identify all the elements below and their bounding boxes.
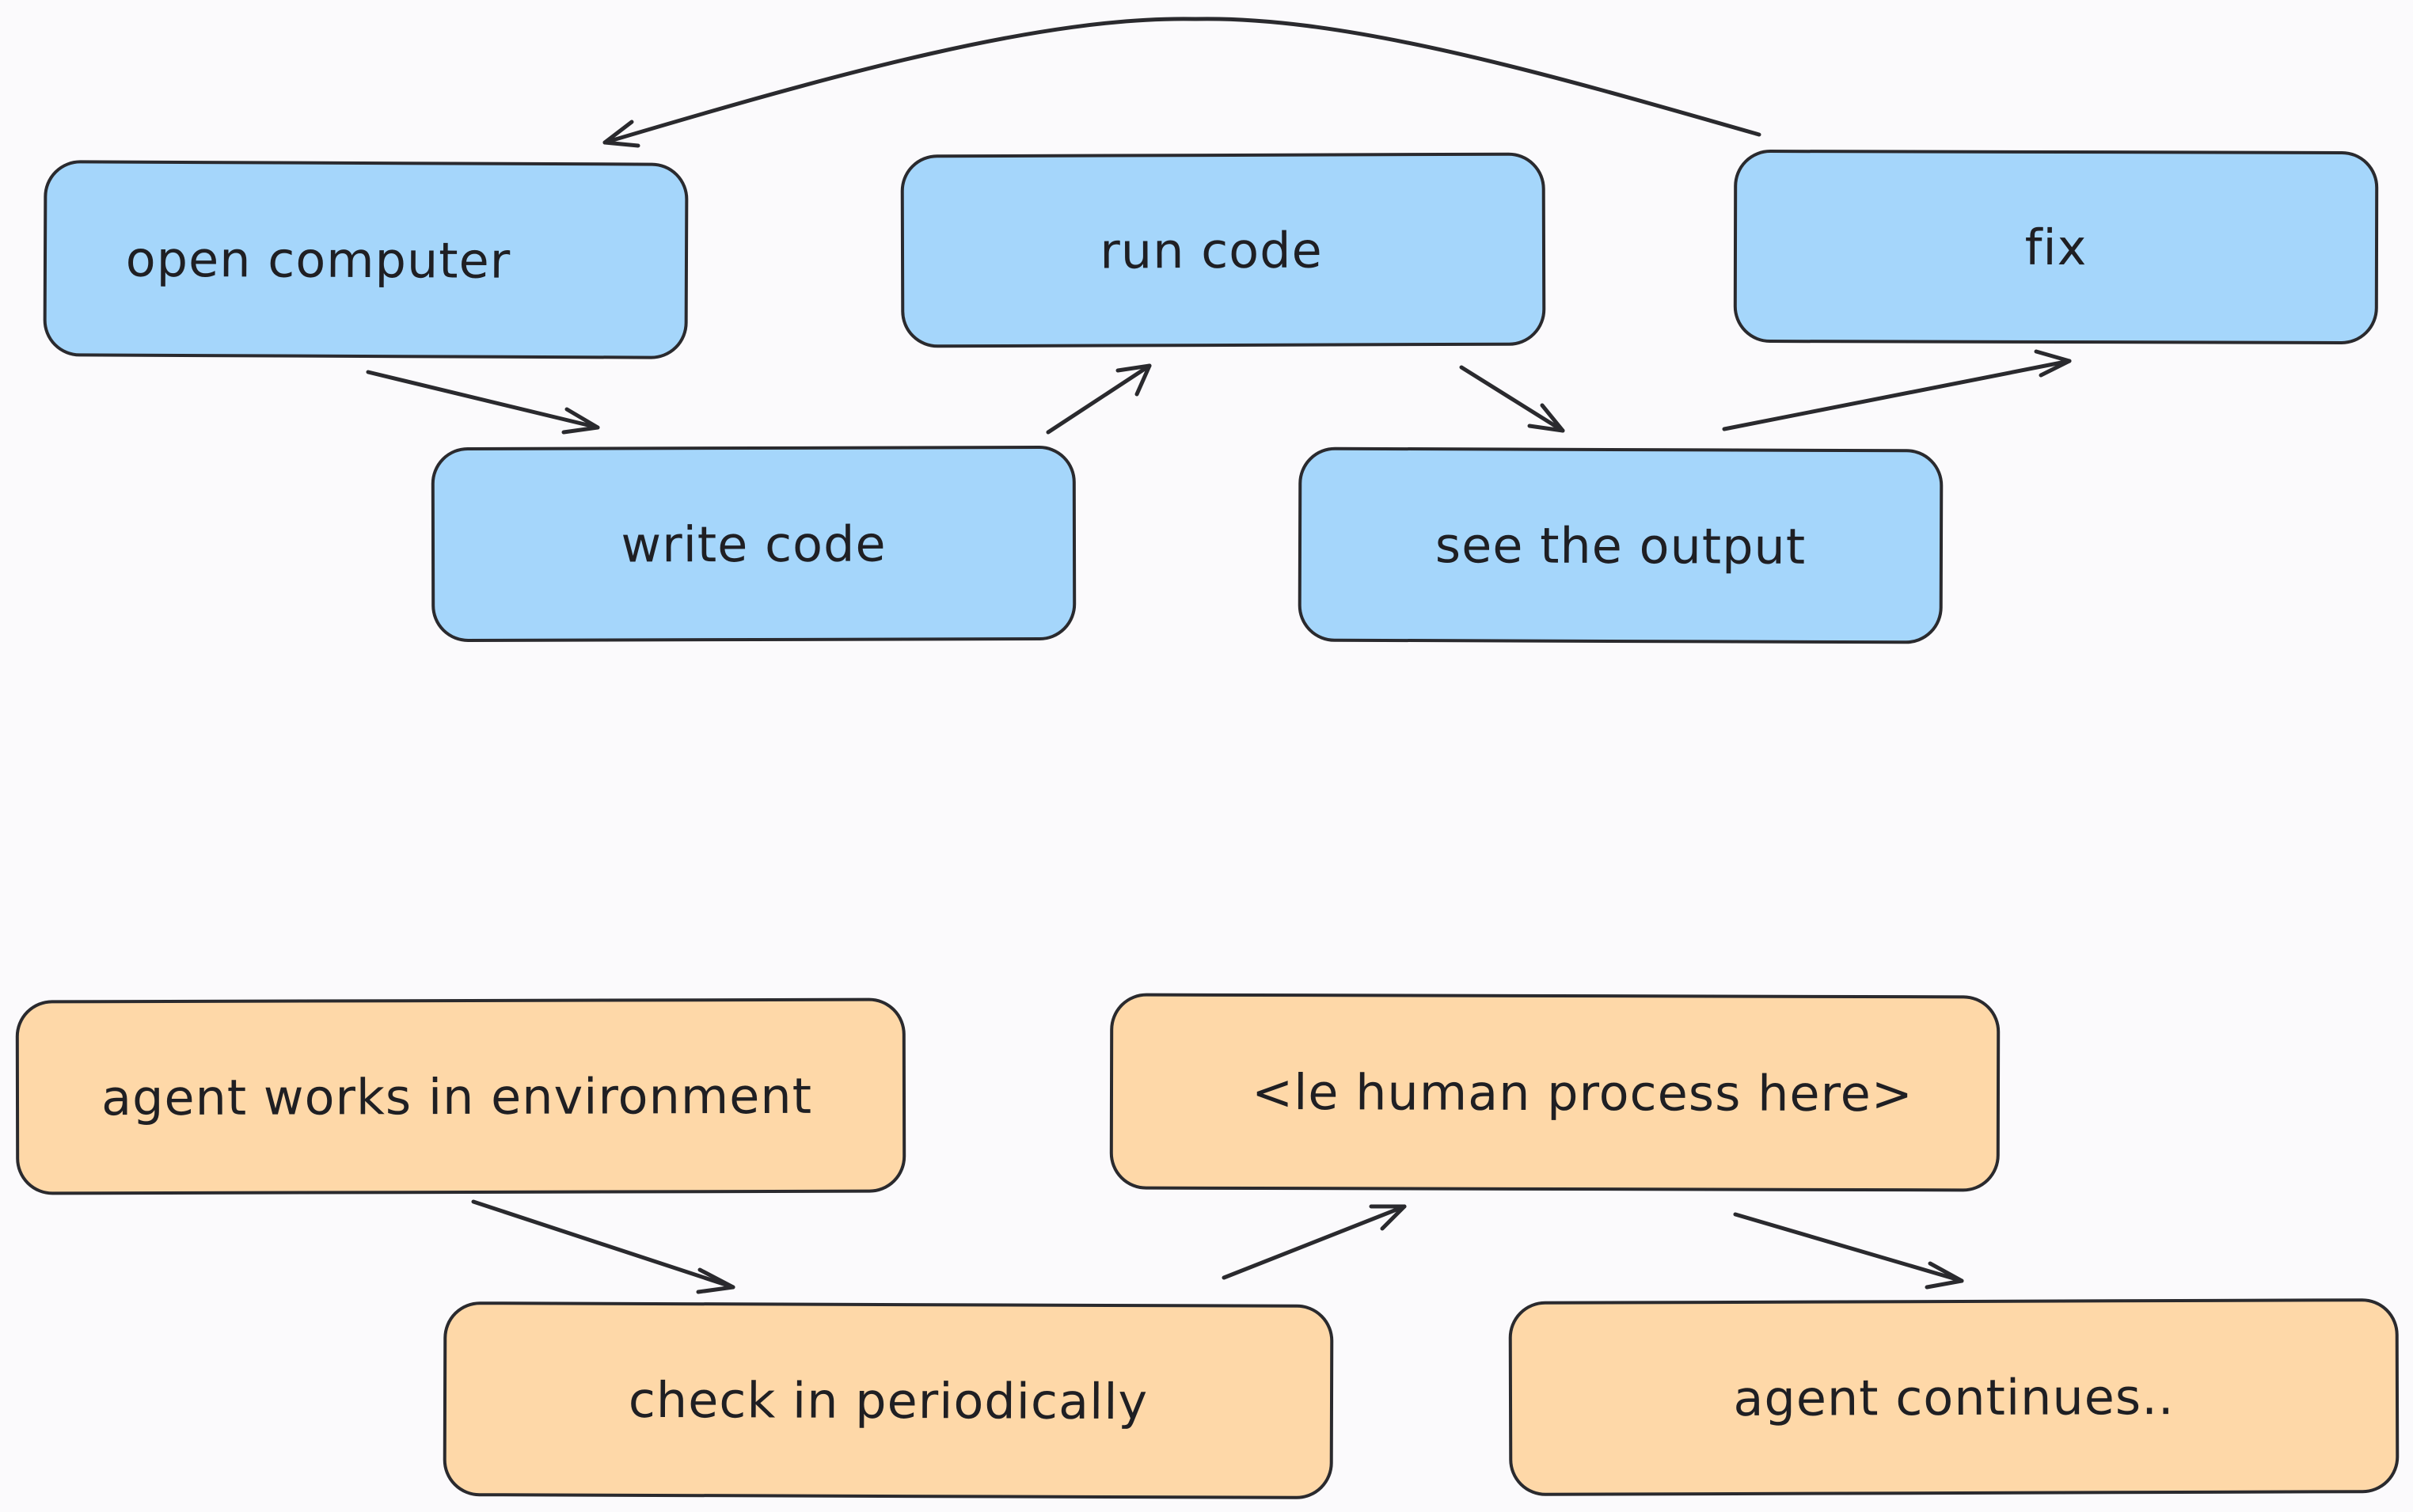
edge-fix-back-to-open-computer bbox=[602, 17, 1761, 148]
fix-label: fix bbox=[2024, 218, 2088, 276]
see-the-output-box: see the output bbox=[1298, 446, 1944, 644]
edge-write-code-to-run-code bbox=[1046, 363, 1152, 435]
open-computer-label: open computer bbox=[125, 230, 511, 290]
edge-human-process-to-agent-continues bbox=[1733, 1212, 1964, 1290]
agent-continues-label: agent continues.. bbox=[1733, 1367, 2175, 1427]
edge-agent-works-to-check-in bbox=[471, 1199, 735, 1294]
see-the-output-label: see the output bbox=[1434, 515, 1807, 576]
fix-box: fix bbox=[1733, 149, 2379, 345]
run-code-label: run code bbox=[1100, 221, 1323, 280]
agent-works-label: agent works in environment bbox=[101, 1066, 813, 1126]
run-code-box: run code bbox=[900, 152, 1546, 348]
edge-run-code-to-see-output bbox=[1459, 365, 1565, 433]
agent-works-box: agent works in environment bbox=[15, 997, 906, 1195]
edge-open-computer-to-write-code bbox=[366, 370, 600, 435]
write-code-label: write code bbox=[621, 515, 887, 573]
check-in-box: check in periodically bbox=[443, 1301, 1334, 1499]
open-computer-box: open computer bbox=[43, 160, 689, 359]
human-process-label: <le human process here> bbox=[1252, 1062, 1913, 1123]
write-code-box: write code bbox=[431, 445, 1077, 643]
edge-see-output-to-fix bbox=[1722, 349, 2072, 431]
check-in-label: check in periodically bbox=[628, 1370, 1149, 1430]
human-process-box: <le human process here> bbox=[1109, 993, 2001, 1192]
agent-continues-box: agent continues.. bbox=[1508, 1298, 2400, 1496]
edge-check-in-to-human-process bbox=[1222, 1204, 1407, 1280]
